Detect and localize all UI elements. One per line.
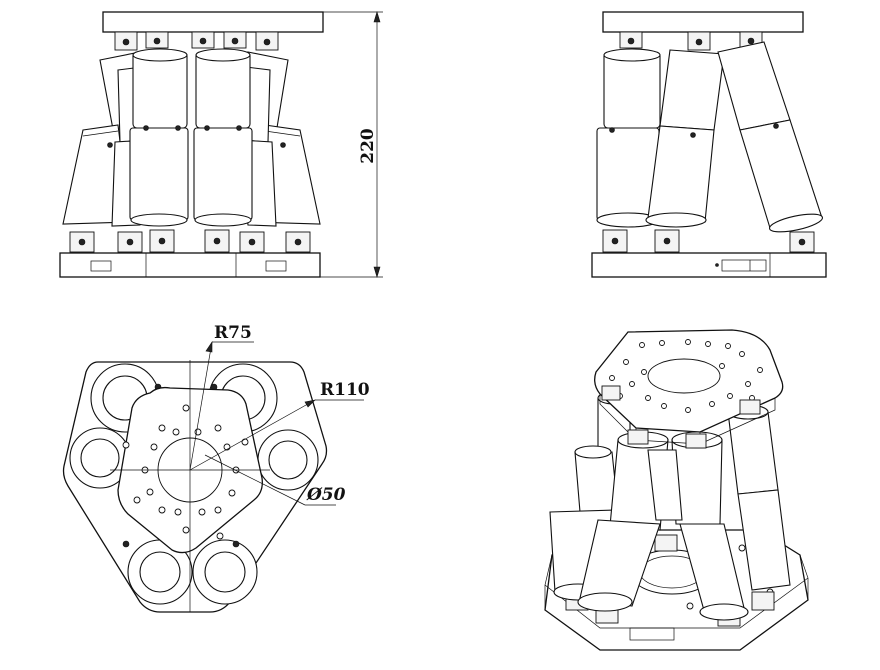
front-upper-joints [114, 31, 279, 51]
front-actuator-front-left [129, 48, 189, 227]
iso-actuator-back-right [727, 404, 791, 591]
height-dimension: 220 [320, 10, 383, 279]
height-label: 220 [358, 128, 378, 164]
side-actuator-middle [645, 49, 725, 228]
center-hole-diameter-label: Ø50 [306, 485, 346, 505]
side-top-plate [602, 11, 804, 33]
side-lower-joints [602, 229, 815, 253]
side-actuator-right [717, 41, 824, 233]
front-top-plate [102, 11, 324, 33]
base-radius-label: R110 [320, 380, 370, 400]
side-base-plate [591, 252, 827, 278]
iso-actuator-rear-center [647, 449, 683, 521]
isometric-view [544, 329, 809, 651]
iso-top-center-hole [647, 358, 721, 394]
iso-upper-joints [601, 385, 761, 449]
front-actuator-front-right [193, 48, 253, 227]
front-view: 220 [59, 10, 383, 279]
platform-radius-label: R75 [214, 323, 252, 343]
side-view [591, 11, 827, 278]
front-base-plate [59, 252, 321, 278]
front-lower-joints [69, 229, 311, 253]
top-view: R75 R110 Ø50 [62, 323, 370, 613]
side-actuator-left [596, 48, 661, 228]
